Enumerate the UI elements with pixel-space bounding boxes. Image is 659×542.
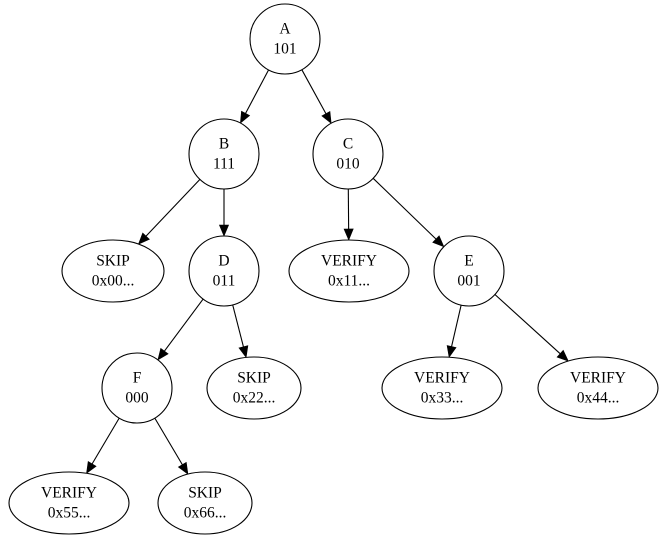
node-label-primary: VERIFY — [414, 370, 470, 387]
edge-line — [91, 417, 120, 465]
edge-d-to-f — [157, 298, 204, 361]
node-label-secondary: 000 — [125, 390, 149, 407]
edge-e-to-verify33 — [446, 304, 462, 358]
node-e[interactable]: E 001 — [433, 235, 505, 307]
node-label-primary: B — [219, 136, 229, 153]
edge-line — [451, 304, 462, 347]
node-shape-circle — [249, 3, 321, 75]
node-label-secondary: 0x44... — [577, 390, 620, 407]
arrowhead-icon — [238, 345, 249, 359]
node-label-secondary: 0x33... — [421, 390, 464, 407]
arrowhead-icon — [157, 347, 169, 361]
node-label-primary: VERIFY — [321, 253, 377, 270]
edge-line — [301, 69, 327, 114]
edge-d-to-skip22 — [232, 304, 249, 359]
edge-line — [245, 69, 270, 114]
edge-line — [372, 177, 437, 240]
edge-a-to-b — [240, 69, 270, 124]
node-shape-ellipse — [61, 239, 165, 303]
edge-e-to-verify44 — [494, 294, 569, 362]
node-verify11[interactable]: VERIFY 0x11... — [288, 239, 410, 303]
arrowhead-icon — [86, 461, 97, 475]
node-label-secondary: 001 — [457, 273, 480, 290]
node-d[interactable]: D 011 — [188, 235, 260, 307]
node-layer: A101B111C010SKIP0x00...D011VERIFY0x11...… — [8, 3, 659, 535]
edge-f-to-skip66 — [154, 417, 189, 475]
node-label-secondary: 0x00... — [92, 273, 135, 290]
edge-layer — [86, 69, 569, 475]
edge-b-to-skip00 — [137, 179, 201, 245]
node-shape-ellipse — [157, 471, 253, 535]
arrowhead-icon — [321, 110, 332, 124]
edge-a-to-c — [301, 69, 332, 124]
arrowhead-icon — [177, 461, 189, 475]
node-label-secondary: 101 — [273, 41, 296, 58]
node-label-primary: SKIP — [237, 370, 271, 387]
node-label-secondary: 010 — [336, 156, 360, 173]
node-label-secondary: 0x55... — [48, 505, 91, 522]
edge-b-to-d — [218, 189, 230, 237]
node-label-primary: SKIP — [96, 253, 130, 270]
node-skip00[interactable]: SKIP 0x00... — [61, 239, 165, 303]
node-label-primary: E — [464, 253, 473, 270]
node-label-secondary: 0x22... — [233, 390, 276, 407]
arrowhead-icon — [556, 349, 569, 362]
arrowhead-icon — [343, 228, 354, 241]
edge-f-to-verify55 — [86, 417, 120, 475]
node-label-primary: SKIP — [188, 485, 222, 502]
node-shape-circle — [101, 352, 173, 424]
node-shape-ellipse — [381, 356, 503, 420]
node-shape-circle — [188, 235, 260, 307]
node-label-primary: VERIFY — [570, 370, 626, 387]
node-shape-ellipse — [206, 356, 302, 420]
arrowhead-icon — [218, 224, 230, 237]
node-label-primary: C — [343, 136, 353, 153]
node-c[interactable]: C 010 — [312, 118, 384, 190]
edge-line — [154, 417, 183, 465]
edge-line — [494, 294, 561, 355]
node-shape-circle — [312, 118, 384, 190]
node-label-primary: A — [279, 21, 291, 38]
node-shape-circle — [433, 235, 505, 307]
edge-line — [164, 298, 204, 352]
node-label-primary: F — [133, 370, 142, 387]
node-label-primary: VERIFY — [41, 485, 97, 502]
arrowhead-icon — [240, 110, 251, 124]
node-shape-ellipse — [288, 239, 410, 303]
node-shape-circle — [188, 118, 260, 190]
node-b[interactable]: B 111 — [188, 118, 260, 190]
edge-line — [145, 179, 201, 237]
node-f[interactable]: F 000 — [101, 352, 173, 424]
node-skip66[interactable]: SKIP 0x66... — [157, 471, 253, 535]
node-label-primary: D — [218, 253, 229, 270]
arrowhead-icon — [137, 232, 150, 245]
node-label-secondary: 111 — [213, 156, 235, 173]
node-shape-ellipse — [8, 471, 130, 535]
node-a[interactable]: A 101 — [249, 3, 321, 75]
node-verify33[interactable]: VERIFY 0x33... — [381, 356, 503, 420]
node-verify55[interactable]: VERIFY 0x55... — [8, 471, 130, 535]
node-verify44[interactable]: VERIFY 0x44... — [537, 356, 659, 420]
arrowhead-icon — [446, 345, 457, 358]
edge-c-to-e — [372, 177, 445, 248]
edge-line — [232, 304, 244, 347]
arrowhead-icon — [432, 235, 445, 248]
node-label-secondary: 0x11... — [328, 273, 370, 290]
node-skip22[interactable]: SKIP 0x22... — [206, 356, 302, 420]
node-label-secondary: 011 — [213, 273, 236, 290]
edge-c-to-verify11 — [343, 188, 354, 241]
node-shape-ellipse — [537, 356, 659, 420]
node-label-secondary: 0x66... — [184, 505, 227, 522]
